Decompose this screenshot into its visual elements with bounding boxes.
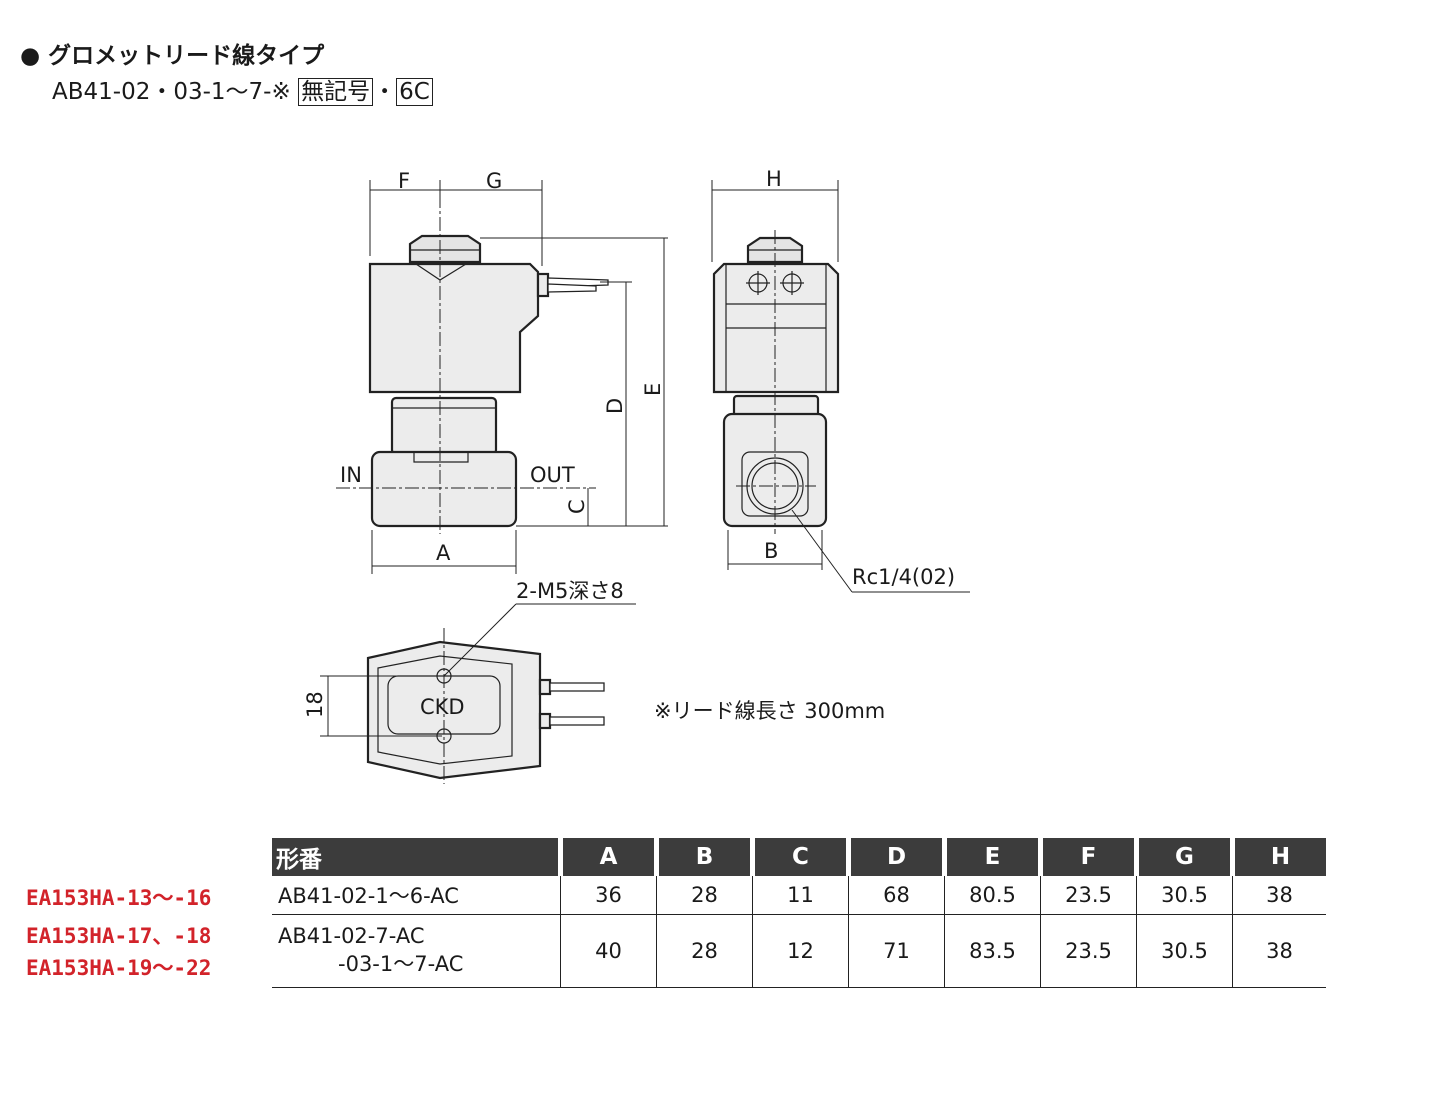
cell-b: 28 [656, 876, 753, 915]
table-row: AB41-02-7-AC -03-1～7-AC 40 28 12 71 83.5… [272, 914, 1326, 988]
title-text: グロメットリード線タイプ [48, 43, 325, 69]
mount-hole-label: 2-M5深さ8 [516, 579, 624, 603]
option-box-6c: 6C [396, 78, 433, 106]
code-3: EA153HA-19～-22 [26, 956, 212, 980]
dim-label-e: E [641, 383, 665, 396]
code-1: EA153HA-13～-16 [26, 886, 212, 910]
section-title: ● グロメットリード線タイプ [20, 36, 324, 70]
header-g: G [1134, 838, 1233, 876]
cell-c: 12 [752, 914, 849, 988]
cell-b: 28 [656, 914, 753, 988]
cell-a: 40 [560, 914, 657, 988]
option-separator: ・ [373, 79, 397, 105]
cell-f: 23.5 [1040, 914, 1137, 988]
cell-e: 80.5 [944, 876, 1041, 915]
cell-f: 23.5 [1040, 876, 1137, 915]
model-line: AB41-02・03-1～7-※ 無記号・6C [52, 72, 433, 106]
cell-c: 11 [752, 876, 849, 915]
row-model: AB41-02-7-AC -03-1～7-AC [272, 914, 561, 988]
cell-h: 38 [1232, 914, 1326, 988]
header-h: H [1230, 838, 1326, 876]
dim-label-f: F [398, 169, 410, 193]
dim-label-a: A [436, 541, 451, 565]
port-in-label: IN [340, 463, 362, 487]
dim-label-h: H [766, 167, 782, 191]
table-row: AB41-02-1～6-AC 36 28 11 68 80.5 23.5 30.… [272, 876, 1326, 915]
dimension-table: 形番 A B C D E F G H AB41-02-1～6-AC 36 28 … [272, 838, 1326, 988]
cell-d: 68 [848, 876, 945, 915]
model-prefix: AB41-02・03-1～7-※ [52, 79, 291, 105]
dim-label-c: C [565, 499, 589, 514]
row-model: AB41-02-1～6-AC [272, 876, 561, 915]
header-f: F [1038, 838, 1137, 876]
cell-g: 30.5 [1136, 914, 1233, 988]
header-model: 形番 [272, 838, 561, 876]
brand-logo-text: CKD [420, 695, 465, 719]
cell-a: 36 [560, 876, 657, 915]
port-thread-label: Rc1/4(02) [852, 565, 955, 589]
port-out-label: OUT [530, 463, 575, 487]
dim-label-b: B [764, 539, 778, 563]
dim-label-d: D [603, 398, 627, 414]
header-a: A [558, 838, 657, 876]
code-2: EA153HA-17、-18 [26, 924, 212, 948]
dim-label-g: G [486, 169, 502, 193]
dimension-drawing: F G E D C A IN OUT [303, 167, 970, 784]
header-c: C [750, 838, 849, 876]
row-model-line1: AB41-02-7-AC [278, 924, 425, 948]
table-header-row: 形番 A B C D E F G H [272, 838, 1326, 876]
header-d: D [846, 838, 945, 876]
lead-note: ※リード線長さ 300mm [654, 699, 885, 723]
bullet-icon: ● [20, 43, 41, 69]
side-view: H B Rc1/4(02) [711, 167, 970, 593]
front-view: F G E D C A IN OUT [336, 169, 668, 574]
cell-d: 71 [848, 914, 945, 988]
option-box-none: 無記号 [298, 78, 374, 106]
header-e: E [942, 838, 1041, 876]
cell-e: 83.5 [944, 914, 1041, 988]
dim-label-18: 18 [303, 691, 327, 718]
top-view: 18 2-M5深さ8 CKD ※リード線長さ 300mm [303, 579, 885, 784]
row-model-line2: -03-1～7-AC [338, 952, 464, 976]
cell-g: 30.5 [1136, 876, 1233, 915]
header-b: B [654, 838, 753, 876]
cell-h: 38 [1232, 876, 1326, 915]
